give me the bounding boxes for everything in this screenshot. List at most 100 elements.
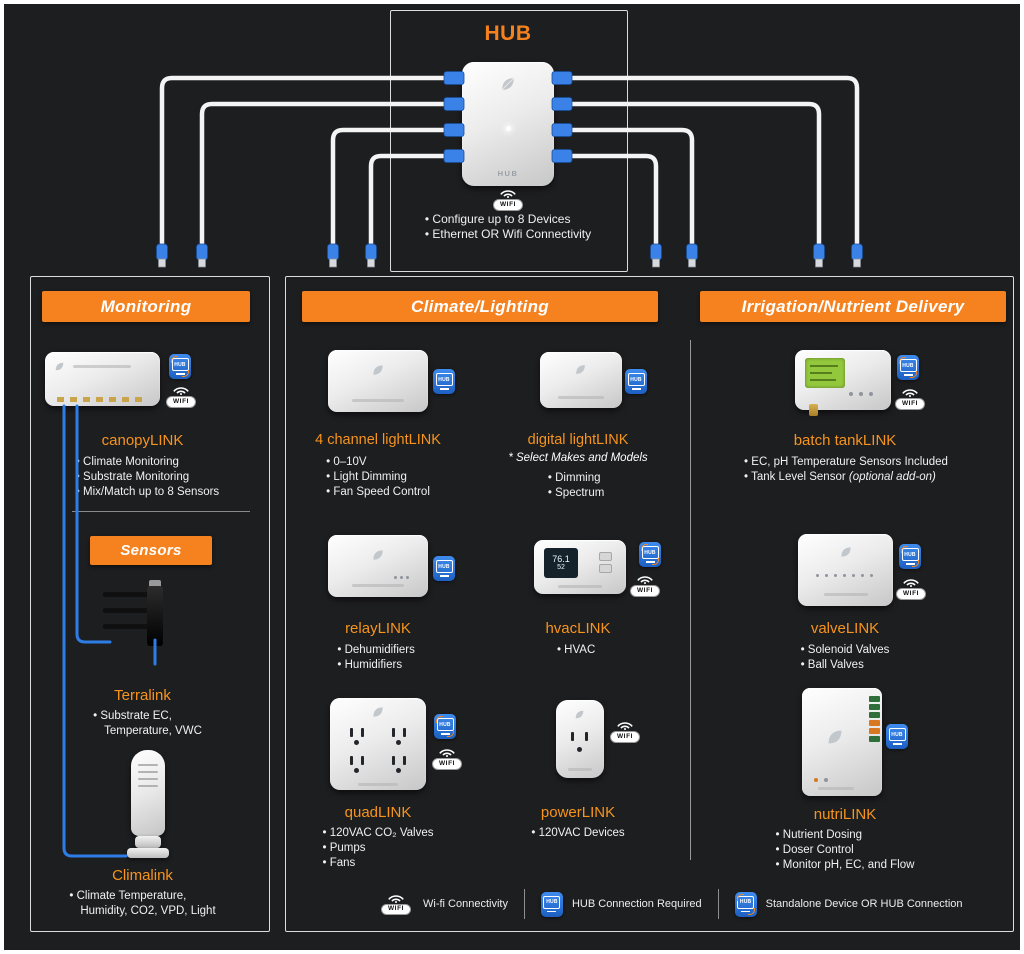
wifi-badge-label: WIFI xyxy=(431,758,463,770)
hub-connection-badge-icon: HUB xyxy=(433,556,455,581)
standalone-badge-screen: HUB xyxy=(171,358,189,372)
leaf-logo-icon xyxy=(373,707,383,717)
terralink-bullet-list: Substrate EC, Temperature, VWC xyxy=(40,709,255,739)
terralink-prong xyxy=(103,624,149,629)
hub-title: HUB xyxy=(484,22,532,45)
bullet: Mix/Match up to 8 Sensors xyxy=(76,485,219,500)
badge-stand xyxy=(547,910,557,913)
device-powerlink xyxy=(556,700,604,778)
standalone-badge-screen: HUB xyxy=(899,359,917,373)
wifi-waves-icon xyxy=(500,190,516,198)
bullet: Substrate Monitoring xyxy=(76,470,219,485)
legend-item-standalone: HUB Standalone Device OR HUB Connection xyxy=(734,891,963,917)
legend-separator xyxy=(523,889,525,919)
hub-device-label: HUB xyxy=(497,169,519,178)
device-terralink xyxy=(103,580,165,658)
bullet: Light Dimming xyxy=(326,470,430,485)
device-name-powerlink: powerLINK xyxy=(540,804,616,821)
wifi-badge-icon: WIFI xyxy=(627,574,663,597)
device-name-digital-lightlink: digital lightLINK xyxy=(527,432,629,448)
legend-item-wifi: WIFI Wi-fi Connectivity xyxy=(378,893,508,916)
standalone-badge-screen: HUB xyxy=(901,548,919,562)
hub-badge-screen: HUB xyxy=(543,895,561,909)
leaf-logo-icon xyxy=(841,547,851,557)
bullet: Humidity, CO2, VPD, Light xyxy=(80,905,216,917)
badge-stand xyxy=(645,561,655,563)
hub-connection-badge-icon: HUB xyxy=(540,891,563,917)
leaf-logo-icon xyxy=(576,365,585,374)
standalone-badge-icon: HUB xyxy=(734,891,757,917)
nutri-bullet-list: Nutrient Dosing Doser Control Monitor pH… xyxy=(740,828,950,873)
wifi-badge-label: WIFI xyxy=(165,396,197,408)
bullet: Dimming xyxy=(548,471,608,486)
power-bullet-list: 120VAC Devices xyxy=(486,826,670,841)
banner-climate-lighting: Climate/Lighting xyxy=(302,291,658,322)
device-print xyxy=(558,585,602,588)
bullet: Nutrient Dosing xyxy=(776,828,915,843)
device-name-hvaclink: hvacLINK xyxy=(545,620,611,637)
device-name-climalink: Climalink xyxy=(112,867,173,884)
bullet: Substrate EC, xyxy=(93,709,202,724)
badge-stand xyxy=(439,575,449,577)
wifi-badge-label: WIFI xyxy=(492,199,524,211)
batch-bullet-list: EC, pH Temperature Sensors Included Tank… xyxy=(700,455,992,485)
legend-label-hub: HUB Connection Required xyxy=(571,898,702,910)
wifi-badge-icon: WIFI xyxy=(490,188,526,211)
standalone-badge-screen: HUB xyxy=(737,895,755,909)
standalone-badge-screen: HUB xyxy=(641,546,659,560)
bullet: Solenoid Valves xyxy=(801,643,890,658)
bullet: Monitor pH, EC, and Flow xyxy=(776,858,915,873)
device-4ch-lightlink xyxy=(328,350,428,412)
hvac-button-up xyxy=(599,552,612,561)
device-relaylink xyxy=(328,535,428,597)
leaf-logo-icon xyxy=(373,550,383,560)
device-name-canopylink: canopyLINK xyxy=(101,432,184,449)
standalone-badge-icon: HUB xyxy=(639,542,661,567)
device-canopylink xyxy=(45,352,160,406)
leaf-logo-icon xyxy=(575,710,584,719)
banner-monitoring: Monitoring xyxy=(42,291,250,322)
leaf-logo-icon xyxy=(501,77,515,91)
device-quadlink xyxy=(330,698,426,790)
wifi-badge-label: WIFI xyxy=(629,585,661,597)
wifi-badge-icon: WIFI xyxy=(607,720,643,743)
hvac-screen-temp: 76.1 xyxy=(552,554,570,564)
relay-bullet-list: Dehumidifiers Humidifiers xyxy=(296,643,460,673)
hvac-screen-humidity: 52 xyxy=(557,564,565,571)
valve-bullet-list: Solenoid Valves Ball Valves xyxy=(720,643,970,673)
badge-stand xyxy=(905,563,915,565)
bullet: 0–10V xyxy=(326,455,430,470)
bullet: Humidifiers xyxy=(337,658,418,673)
standalone-badge-icon: HUB xyxy=(169,354,191,379)
standalone-badge-icon: HUB xyxy=(899,544,921,569)
hub-connection-badge-icon: HUB xyxy=(433,369,455,394)
legend-separator xyxy=(717,889,719,919)
quad-bullet-list: 120VAC CO₂ Valves Pumps Fans xyxy=(296,826,460,871)
device-name-quadlink: quadLINK xyxy=(344,804,412,821)
bullet: Doser Control xyxy=(776,843,915,858)
bullet: Fans xyxy=(323,856,434,871)
legend-label-wifi: Wi-fi Connectivity xyxy=(423,898,508,910)
badge-stand xyxy=(440,733,450,735)
legend: WIFI Wi-fi Connectivity HUB HUB Connecti… xyxy=(378,882,1010,926)
device-print xyxy=(568,768,592,771)
hub-badge-screen: HUB xyxy=(435,560,453,574)
bullet: 120VAC CO₂ Valves xyxy=(323,826,434,841)
leaf-logo-icon xyxy=(828,730,842,744)
hvac-button-down xyxy=(599,564,612,573)
bullet: Ball Valves xyxy=(801,658,890,673)
device-digital-lightlink xyxy=(540,352,622,408)
climalink-body xyxy=(131,750,165,836)
wifi-badge-label: WIFI xyxy=(609,731,641,743)
hub-badge-screen: HUB xyxy=(435,373,453,387)
batch-lcd-screen xyxy=(805,358,845,388)
batch-gold-connector xyxy=(809,404,818,416)
hvac-bullet-list: HVAC xyxy=(486,643,670,658)
wifi-badge-label: WIFI xyxy=(895,588,927,600)
wifi-badge-label: WIFI xyxy=(380,903,412,916)
wifi-badge-icon: WIFI xyxy=(892,387,928,410)
device-name-relaylink: relayLINK xyxy=(345,620,411,637)
device-print xyxy=(358,783,398,786)
legend-label-standalone: Standalone Device OR HUB Connection xyxy=(765,898,963,910)
hub-device: HUB xyxy=(462,62,554,186)
